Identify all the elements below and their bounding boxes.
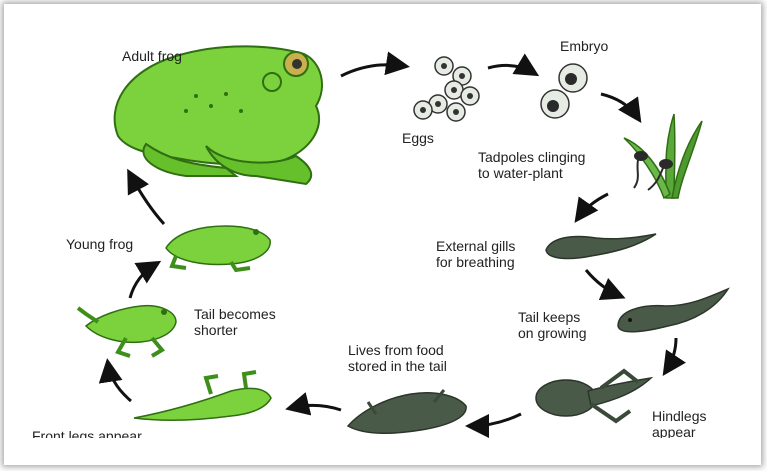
- label-eggs: Eggs: [402, 130, 434, 146]
- label-external-gills-line1: External gills: [436, 238, 515, 254]
- label-tail-becomes-shorter-line2: shorter: [194, 322, 276, 338]
- arrow-adult-to-eggs: [341, 65, 404, 76]
- label-lives-from-food-line1: Lives from food: [348, 342, 447, 358]
- arrow-embryo-to-tadpoles: [601, 94, 638, 118]
- label-tail-keeps-growing-line2: on growing: [518, 325, 587, 341]
- young-frog-illustration: [166, 226, 270, 270]
- label-young-frog: Young frog: [66, 236, 133, 252]
- arrow-hindlegs-to-food: [471, 414, 521, 426]
- arrow-tadpoles-to-gills: [578, 194, 608, 218]
- label-tadpoles-line1: Tadpoles clinging: [478, 149, 585, 165]
- froglet-illustration: [134, 372, 271, 420]
- label-tail-keeps-growing: Tail keeps on growing: [518, 309, 587, 341]
- gill-tadpole-illustration: [546, 234, 656, 258]
- embryo-illustration: [541, 64, 587, 118]
- arrow-short-tail-to-young: [130, 264, 156, 298]
- adult-frog-illustration: [115, 46, 322, 184]
- food-tadpole-illustration: [348, 390, 466, 433]
- label-hindlegs-appear-line1: Hindlegs: [652, 408, 706, 424]
- label-tadpoles-line2: to water-plant: [478, 165, 585, 181]
- hindleg-tadpole-illustration: [536, 371, 651, 421]
- arrow-food-to-froglet: [291, 405, 341, 410]
- label-adult-frog: Adult frog: [122, 48, 182, 64]
- label-external-gills-line2: for breathing: [436, 254, 515, 270]
- label-tail-becomes-shorter: Tail becomes shorter: [194, 306, 276, 338]
- eggs-illustration: [414, 57, 479, 121]
- label-hindlegs-appear: Hindlegs appear: [652, 408, 706, 438]
- arrow-eggs-to-embryo: [488, 65, 534, 73]
- arrow-young-to-adult: [130, 174, 164, 224]
- label-lives-from-food-line2: stored in the tail: [348, 358, 447, 374]
- label-embryo: Embryo: [560, 38, 608, 54]
- short-tail-frog-illustration: [78, 306, 176, 356]
- water-plant-illustration: [624, 114, 702, 198]
- arrow-tail-to-hindlegs: [666, 338, 676, 371]
- label-front-legs: Front legs appear: [32, 428, 142, 438]
- diagram-frame: Adult frog Eggs Embryo Tadpoles clinging…: [4, 4, 761, 465]
- label-tadpoles: Tadpoles clinging to water-plant: [478, 149, 585, 181]
- label-external-gills: External gills for breathing: [436, 238, 515, 270]
- arrow-froglet-to-short-tail: [108, 364, 131, 401]
- lifecycle-canvas: Adult frog Eggs Embryo Tadpoles clinging…: [26, 26, 746, 438]
- label-tail-becomes-shorter-line1: Tail becomes: [194, 306, 276, 322]
- label-tail-keeps-growing-line1: Tail keeps: [518, 309, 587, 325]
- growing-tadpole-illustration: [618, 289, 728, 332]
- label-lives-from-food: Lives from food stored in the tail: [348, 342, 447, 374]
- label-hindlegs-appear-line2: appear: [652, 424, 706, 438]
- lifecycle-diagram: [26, 26, 746, 438]
- arrow-gills-to-tail: [586, 270, 620, 296]
